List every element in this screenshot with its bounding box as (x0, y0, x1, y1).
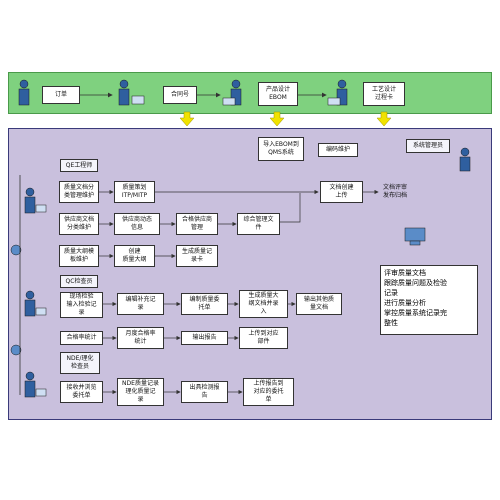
role-admin: 系统管理员 (406, 139, 450, 153)
person-icon-qc (24, 290, 47, 317)
admin-note-line: 掌控质量系统记录完 (384, 309, 447, 317)
order-node: 订单 (42, 86, 80, 104)
qc-compile-report: 编制质量委 托单 (181, 293, 228, 315)
top-flow-band (8, 72, 492, 114)
person-icon-contract (118, 79, 145, 106)
nde-records: NDE质量记录 理化质量记 录 (117, 378, 164, 406)
role-qe: QE工程师 (60, 159, 98, 172)
qe-quality-docs: 质量文档分 类管理维护 (59, 181, 99, 203)
person-icon-nde (24, 371, 47, 398)
import-ebom-node: 导入EBOM到 QMS系统 (258, 137, 304, 161)
qc-output-report: 输出报告 (181, 331, 228, 345)
qe-qualified-supplier: 合格供应商 管理 (176, 213, 218, 235)
contract-node: 合同号 (163, 86, 197, 104)
qc-supplement: 编辑补充记 录 (117, 293, 164, 315)
person-icon-product (222, 79, 242, 106)
admin-note-line: 进行质量分析 (384, 299, 426, 307)
qe-gen-card: 生成质量记 录卡 (176, 245, 218, 267)
qe-supplier-dynamic: 供应商动态 信息 (114, 213, 160, 235)
coding-maintenance-node: 编码维护 (318, 143, 358, 157)
qe-create-outline: 创建 质量大纲 (114, 245, 155, 267)
product-design-node: 产品设计 EBOM (258, 82, 298, 106)
admin-notes: 评审质量文档 跟踪质量问题及检验 记录 进行质量分析 掌控质量系统记录完 整性 (380, 265, 478, 335)
qc-pass-rate: 合格率统计 (60, 331, 103, 345)
qc-upload: 上传到对应 部件 (239, 327, 288, 349)
person-icon-order (18, 79, 30, 106)
admin-note-line: 评审质量文档 (384, 269, 426, 277)
nde-issue-report: 出具检测报 告 (181, 381, 228, 403)
qe-supplier-docs: 供应商文档 分类维护 (59, 213, 99, 235)
role-qc: QC检查员 (60, 275, 98, 288)
admin-note-line: 整性 (384, 319, 398, 327)
qe-quality-template: 质量大纲模 板维护 (59, 245, 99, 267)
qc-gen-report: 生成质量大 纲文档并录 入 (239, 290, 288, 318)
computer-icon-admin (404, 227, 426, 246)
role-nde: NDE/理化 检查员 (60, 352, 100, 374)
globe-icon (10, 244, 22, 356)
qc-site-record: 现场检验 输入检验记 录 (60, 292, 103, 318)
person-icon-qe (24, 187, 47, 214)
qc-monthly: 月度合格率 统计 (117, 327, 164, 349)
qe-doc-create: 文档创建 上传 (320, 181, 363, 203)
admin-note-line: 记录 (384, 289, 398, 297)
qe-itp: 质量策划 ITP/MITP (114, 181, 155, 203)
person-icon-process (327, 79, 348, 106)
person-icon-admin (459, 147, 471, 172)
nde-accept: 接收并浏览 委托单 (60, 381, 103, 403)
qe-comprehensive-docs: 综合管理文 件 (237, 213, 280, 235)
qc-output-docs: 输出其他质 量文档 (296, 293, 342, 315)
nde-upload-report: 上传报告到 对应的委托 单 (243, 378, 294, 406)
qe-doc-review: 文档评审 发布归档 (383, 184, 408, 199)
admin-note-line: 跟踪质量问题及检验 (384, 279, 447, 287)
process-design-node: 工艺设计 过程卡 (363, 82, 405, 106)
